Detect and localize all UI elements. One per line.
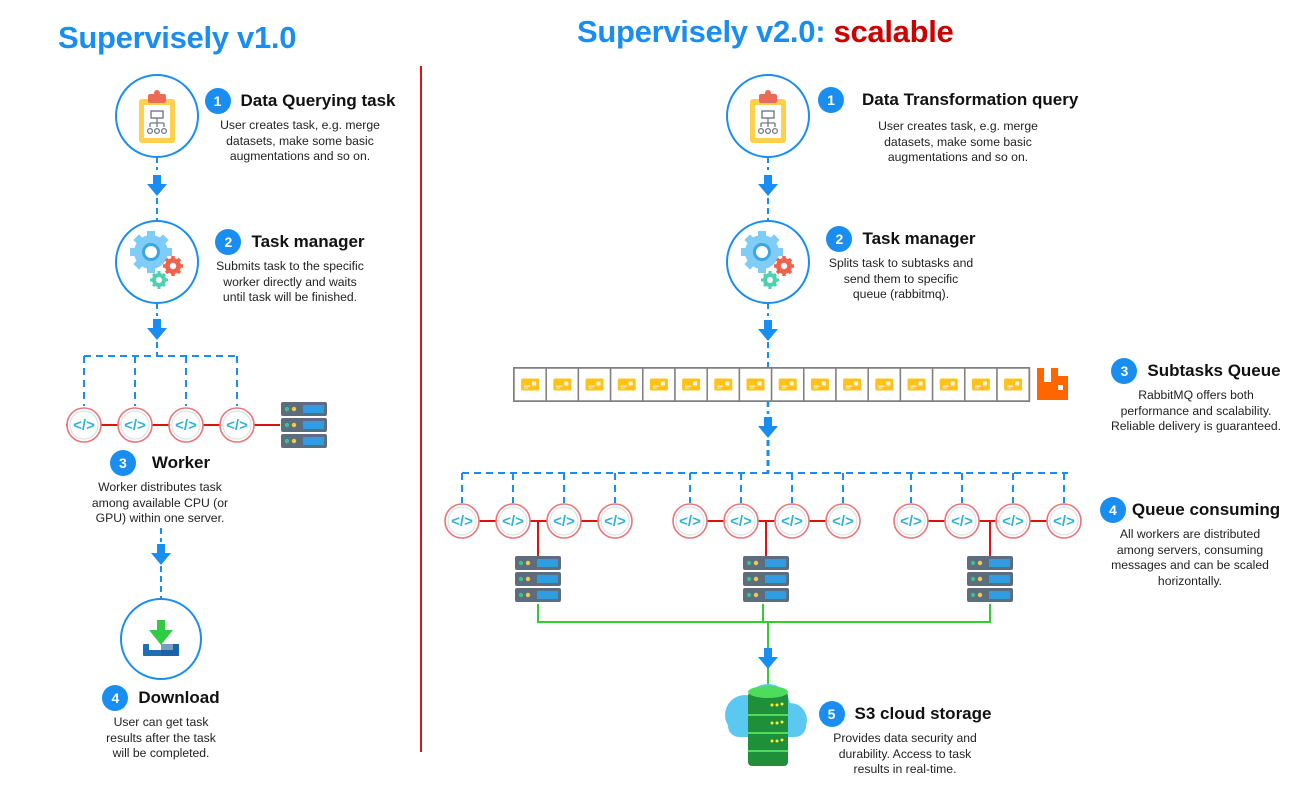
worker-icon: [1046, 503, 1082, 539]
step-number-badge: 2: [826, 226, 853, 252]
worker-icon: [825, 503, 861, 539]
arrow-down-icon: [758, 648, 778, 669]
queue-message-icon: [649, 378, 668, 391]
worker-icon: [774, 503, 810, 539]
v2-title: Supervisely v2.0: scalable: [577, 14, 954, 50]
step-title: Download: [138, 688, 220, 707]
step-title: Data Querying task: [240, 91, 396, 110]
worker-icon: [66, 407, 102, 443]
step-title: Task manager: [251, 232, 365, 251]
step-number-badge: 1: [204, 88, 231, 114]
step-number-badge: 5: [818, 701, 845, 727]
arrow-down-icon: [151, 544, 171, 565]
queue-message-icon: [778, 378, 797, 391]
worker-icon: [597, 503, 633, 539]
v1-step-2: 2 Task manager Submits task to the specif…: [205, 229, 375, 306]
worker-icon: [117, 407, 153, 443]
queue-message-icon: [875, 378, 894, 391]
queue-message-icon: [907, 378, 926, 391]
server-icon: [281, 402, 327, 448]
step-number-badge: 4: [102, 685, 129, 711]
server-group: [444, 473, 633, 602]
rabbitmq-icon: [1037, 368, 1068, 400]
arrow-down-icon: [147, 175, 167, 196]
worker-icon: [672, 503, 708, 539]
step-number-badge: 2: [215, 229, 242, 255]
server-icon: [967, 556, 1013, 602]
queue-message-icon: [971, 378, 990, 391]
queue-message-icon: [682, 378, 701, 391]
server-icon: [743, 556, 789, 602]
step-number-badge: 1: [818, 87, 844, 113]
v2-step-4: 4 Queue consuming All workers are distrib…: [1098, 497, 1282, 589]
step-title: Subtasks Queue: [1147, 361, 1281, 380]
worker-icon: [723, 503, 759, 539]
step-title: Worker: [151, 453, 211, 472]
step-number-badge: 3: [109, 450, 136, 476]
worker-icon: [546, 503, 582, 539]
download-icon: [143, 620, 179, 656]
worker-icon: [995, 503, 1031, 539]
worker-icon: [944, 503, 980, 539]
v2-step-5: 5 S3 cloud storage Provides data security…: [815, 701, 995, 778]
arrow-down-icon: [758, 417, 778, 438]
arrow-down-icon: [758, 175, 778, 196]
step-title: Queue consuming: [1131, 500, 1281, 519]
cloud-storage-icon: [725, 684, 807, 766]
step-title: Task manager: [862, 229, 976, 248]
step-number-badge: 3: [1111, 358, 1138, 384]
v1-title: Supervisely v1.0: [58, 20, 297, 55]
server-group: [672, 473, 861, 602]
v1-flow: [66, 74, 327, 680]
queue-message-icon: [939, 378, 958, 391]
v2-title-accent: scalable: [833, 14, 954, 49]
queue-message-icon: [843, 378, 862, 391]
arrow-down-icon: [758, 320, 778, 341]
v2-flow: [444, 74, 1082, 766]
v2-step-2: 2 Task manager Splits task to subtasks an…: [816, 226, 986, 303]
v2-title-main: Supervisely v2.0:: [577, 14, 834, 49]
queue-message-icon: [714, 378, 733, 391]
queue-message-icon: [521, 378, 540, 391]
v1-step-1: 1 Data Querying task User creates task, e…: [204, 88, 396, 165]
queue-message-icon: [746, 378, 765, 391]
step-title: Data Transformation query: [862, 90, 1079, 109]
server-group: [893, 473, 1082, 602]
arrow-down-icon: [147, 319, 167, 340]
queue-message-icon: [553, 378, 572, 391]
step-title: S3 cloud storage: [854, 704, 992, 723]
v2-step-1: 1 Data Transformation query User creates …: [818, 87, 1078, 166]
step-number-badge: 4: [1099, 497, 1126, 523]
worker-icon: [219, 407, 255, 443]
queue-message-icon: [1004, 378, 1023, 391]
queue-message-icon: [585, 378, 604, 391]
worker-icon: [444, 503, 480, 539]
queue-message-icon: [617, 378, 636, 391]
worker-icon: [168, 407, 204, 443]
server-icon: [515, 556, 561, 602]
worker-icon: [495, 503, 531, 539]
queue-message-icon: [810, 378, 829, 391]
subtasks-queue: [513, 367, 1031, 402]
worker-icon: [893, 503, 929, 539]
queue-cell: [738, 367, 773, 402]
